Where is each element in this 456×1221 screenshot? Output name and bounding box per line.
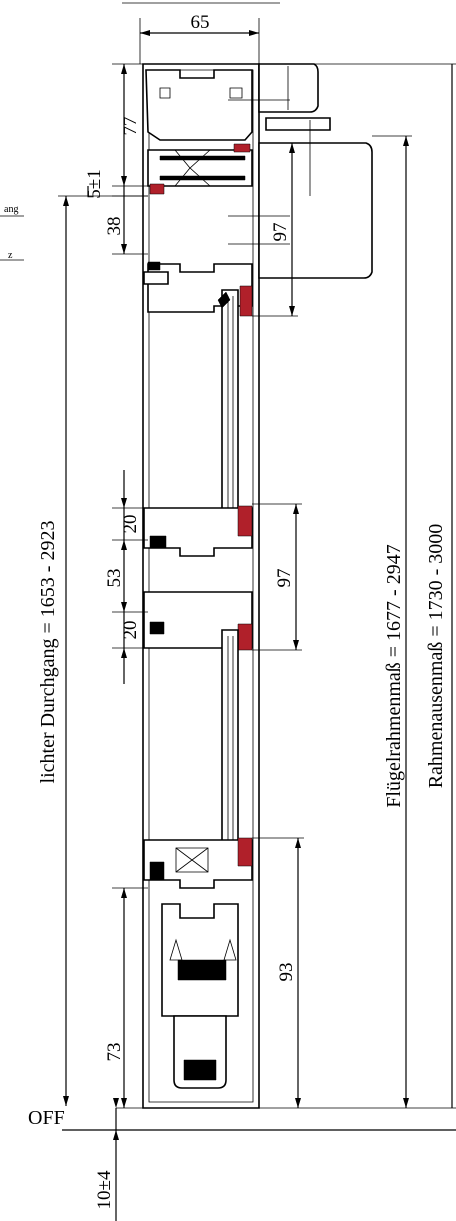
dim-93-label: 93 xyxy=(276,963,297,982)
dimension-65: 65 xyxy=(122,2,280,64)
dim-73-label: 73 xyxy=(104,1043,125,1062)
cut-text-2: z xyxy=(8,250,13,261)
clear-opening-label: lichter Durchgang = 1653 - 2923 xyxy=(37,521,59,784)
dim-97-mid-label: 97 xyxy=(274,569,295,588)
sash-frame-label: Flügelrahmenmaß = 1677 - 2947 xyxy=(383,544,405,807)
dim-53-label: 53 xyxy=(104,569,125,588)
dim-97-top-label: 97 xyxy=(270,223,291,242)
dim-65-label: 65 xyxy=(191,12,210,33)
off-label: OFF xyxy=(28,1107,65,1129)
dimension-bottom: 73 93 xyxy=(104,837,304,1108)
dim-20b-label: 20 xyxy=(120,621,141,640)
dim-20a-label: 20 xyxy=(120,515,141,534)
dim-38-label: 38 xyxy=(104,217,125,236)
dimension-stack-middle: 20 53 20 xyxy=(104,470,148,684)
dimension-stack-top: 77 38 5±1 ang z xyxy=(0,63,148,261)
dim-5-label: 5±1 xyxy=(84,169,105,198)
dimension-97-top: 97 xyxy=(252,143,298,317)
frame-outer-label: Rahmenausenmaß = 1730 - 3000 xyxy=(425,524,447,789)
dimension-97-middle: 97 xyxy=(252,503,302,651)
dimension-sash-frame: Flügelrahmenmaß = 1677 - 2947 xyxy=(372,135,412,1108)
floor-line: OFF 10±4 xyxy=(28,1098,456,1221)
dim-77-label: 77 xyxy=(120,117,141,136)
cut-text-1: ang xyxy=(4,204,18,215)
dimension-frame-outer: Rahmenausenmaß = 1730 - 3000 xyxy=(259,63,456,1108)
dimension-clear-opening: lichter Durchgang = 1653 - 2923 xyxy=(37,195,148,1106)
dim-10-label: 10±4 xyxy=(94,1170,115,1209)
frame-profile xyxy=(142,63,373,1109)
